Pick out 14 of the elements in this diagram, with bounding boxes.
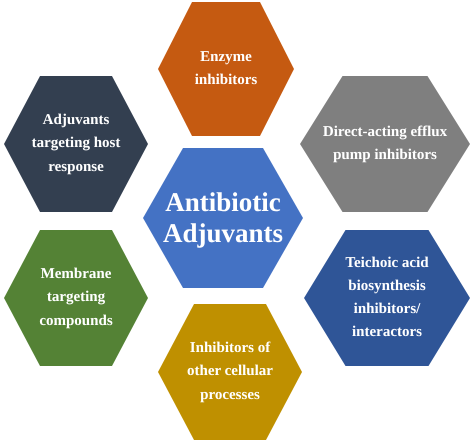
hexagon: [158, 2, 294, 136]
hexagon-label: Membrane targeting compounds: [38, 265, 114, 331]
hexagon-label: Direct-acting efflux pump inhibitors: [322, 122, 448, 165]
hexagon-label: Antibiotic Adjuvants: [162, 186, 284, 250]
hexagon-label: Adjuvants targeting host response: [30, 111, 122, 177]
hexagon-label: Enzyme inhibitors: [194, 48, 258, 90]
hexagon: [143, 148, 303, 288]
hexagon: [304, 230, 470, 366]
hexagon: [4, 76, 148, 212]
hexagon: [158, 304, 302, 440]
hexagon-label: Teichoic acid biosynthesis inhibitors/ interactors: [344, 254, 430, 342]
hexagon-label: Inhibitors of other cellular processes: [186, 339, 274, 405]
hexagon: [300, 76, 470, 212]
hexagon: [4, 230, 148, 366]
